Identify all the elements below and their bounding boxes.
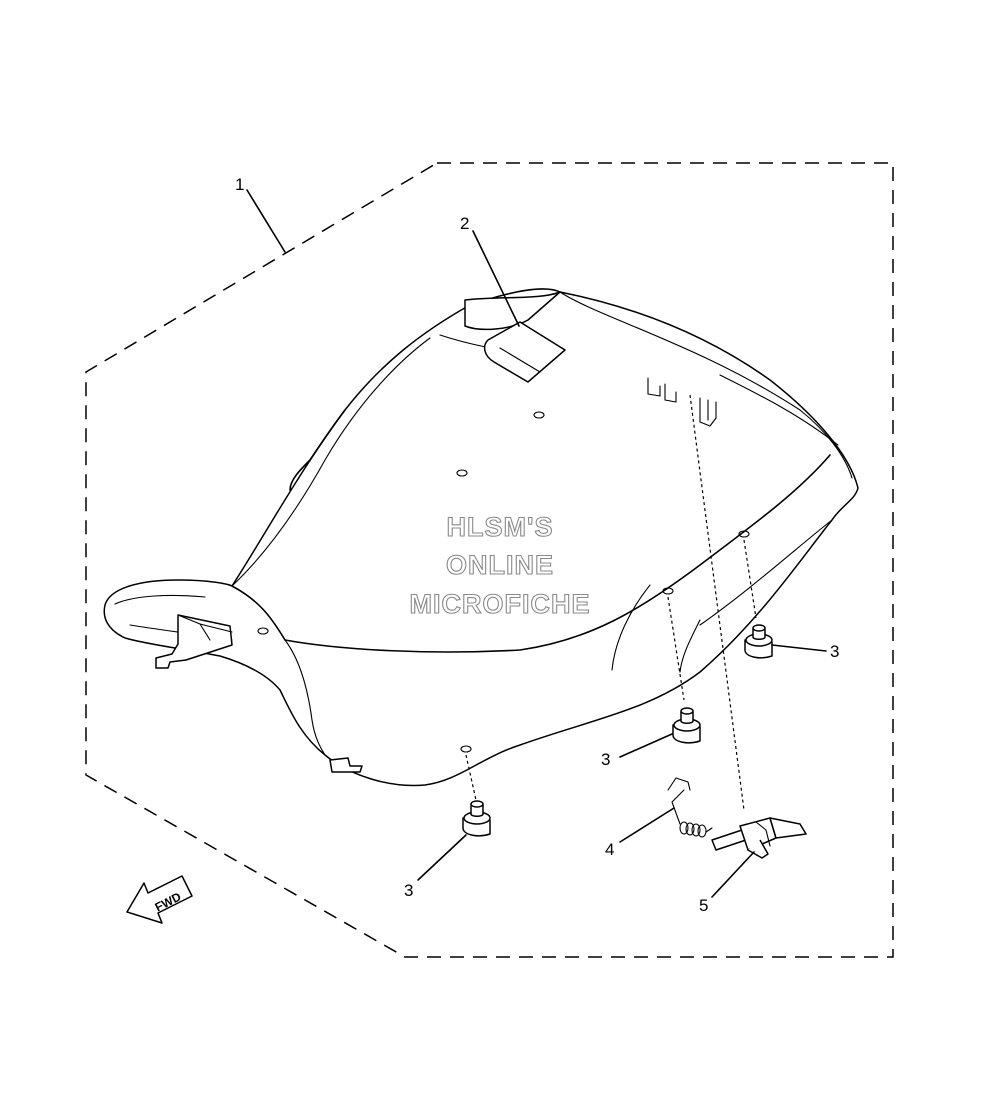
damper-right <box>744 624 773 659</box>
watermark-line-2: ONLINE <box>446 550 554 580</box>
seat-strap <box>464 291 566 383</box>
leader-3a <box>771 644 827 652</box>
assembly-boundary <box>85 162 894 958</box>
dotted-line-lock <box>689 394 745 811</box>
dotted-line-damper-middle <box>667 596 685 701</box>
spring <box>667 777 713 838</box>
callout-1: 1 <box>235 175 244 194</box>
callout-5: 5 <box>699 896 708 915</box>
leader-3c <box>417 834 467 881</box>
leader-2 <box>472 230 520 327</box>
dotted-line-damper-right <box>743 539 757 619</box>
leader-4 <box>619 807 675 843</box>
watermark-line-3: MICROFICHE <box>410 589 591 619</box>
dotted-line-damper-left <box>465 754 477 801</box>
lock-rod <box>711 817 807 859</box>
leader-3b <box>619 733 673 758</box>
seat-body <box>103 288 859 787</box>
leader-1 <box>246 189 286 253</box>
callout-3-left: 3 <box>404 881 413 900</box>
damper-middle <box>672 707 701 744</box>
damper-left <box>462 800 491 837</box>
leader-5 <box>711 851 755 898</box>
callout-4: 4 <box>605 840 614 859</box>
fwd-arrow-icon: FWD <box>126 875 193 924</box>
callout-3-middle: 3 <box>601 750 610 769</box>
callout-3-right: 3 <box>830 642 839 661</box>
callout-2: 2 <box>460 214 469 233</box>
watermark-line-1: HLSM'S <box>447 512 554 542</box>
